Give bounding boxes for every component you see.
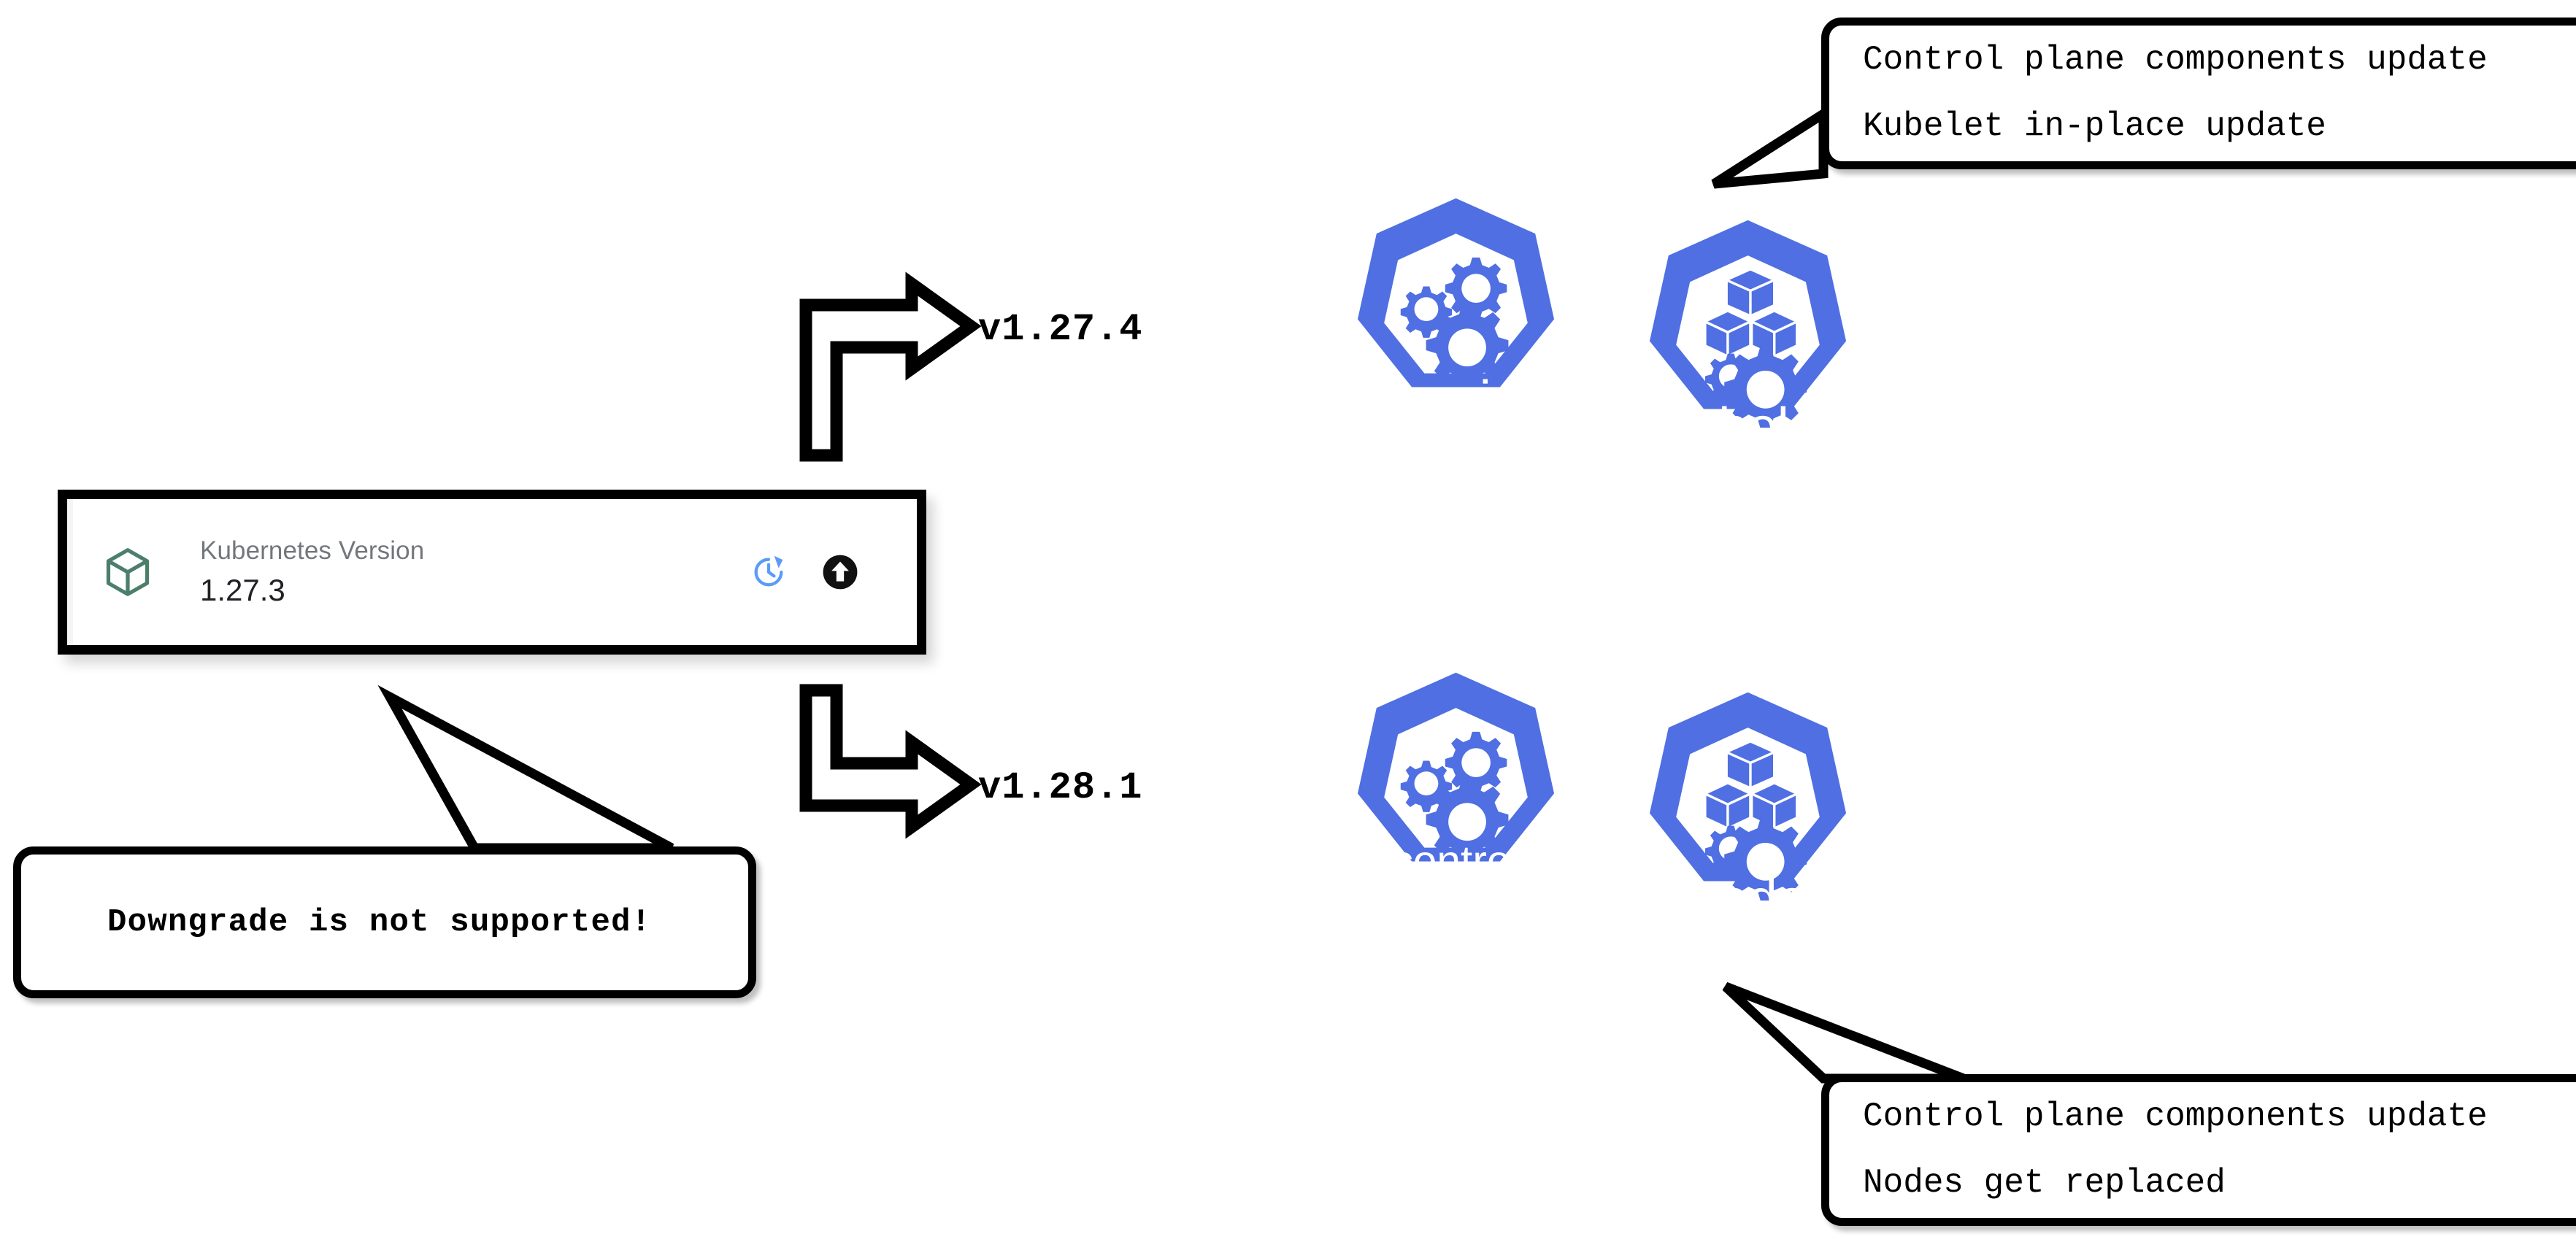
callout-line: Kubelet in-place update	[1863, 107, 2326, 145]
bottom-right-callout-tail	[1722, 981, 1966, 1084]
k8s-api-label: api	[1420, 370, 1491, 429]
k8s-control-plane-logo: control plane	[1357, 672, 1555, 914]
elbow-arrow-down-right	[799, 684, 982, 839]
k8s-kubelet-logo: kubelet	[1649, 220, 1847, 456]
card-actions	[749, 552, 860, 592]
version-label-patch: v1.27.4	[978, 308, 1143, 351]
card-text-group: Kubernetes Version 1.27.3	[200, 536, 425, 608]
callout-line: Control plane components update	[1863, 41, 2488, 80]
upgrade-arrow-icon[interactable]	[820, 552, 860, 592]
k8s-node-label: node	[1689, 869, 1807, 928]
k8s-control-plane-label-line1: control	[1391, 838, 1520, 885]
k8s-kubelet-label: kubelet	[1663, 397, 1834, 456]
callout-patch-upgrade: Control plane components update Kubelet …	[1821, 18, 2576, 169]
warning-callout-tail	[377, 684, 674, 853]
card-inner: Kubernetes Version 1.27.3	[67, 499, 917, 645]
k8s-control-plane-label-line2: plane	[1404, 873, 1508, 914]
callout-line: Nodes get replaced	[1863, 1164, 2226, 1202]
cube-icon	[106, 548, 150, 596]
version-label-minor: v1.28.1	[978, 766, 1143, 809]
update-history-icon[interactable]	[749, 552, 788, 592]
callout-line: Control plane components update	[1863, 1098, 2488, 1136]
k8s-node-logo: node	[1649, 692, 1847, 928]
callout-downgrade-warning: Downgrade is not supported!	[13, 846, 756, 998]
callout-line: Downgrade is not supported!	[107, 903, 652, 941]
callout-minor-upgrade: Control plane components update Nodes ge…	[1821, 1074, 2576, 1226]
kubernetes-version-card[interactable]: Kubernetes Version 1.27.3	[58, 490, 926, 655]
version-card-value: 1.27.3	[200, 573, 285, 608]
k8s-api-logo: api	[1357, 198, 1555, 429]
elbow-arrow-up-right	[799, 271, 982, 462]
version-card-label: Kubernetes Version	[200, 536, 425, 565]
top-right-callout-tail	[1711, 105, 1829, 189]
